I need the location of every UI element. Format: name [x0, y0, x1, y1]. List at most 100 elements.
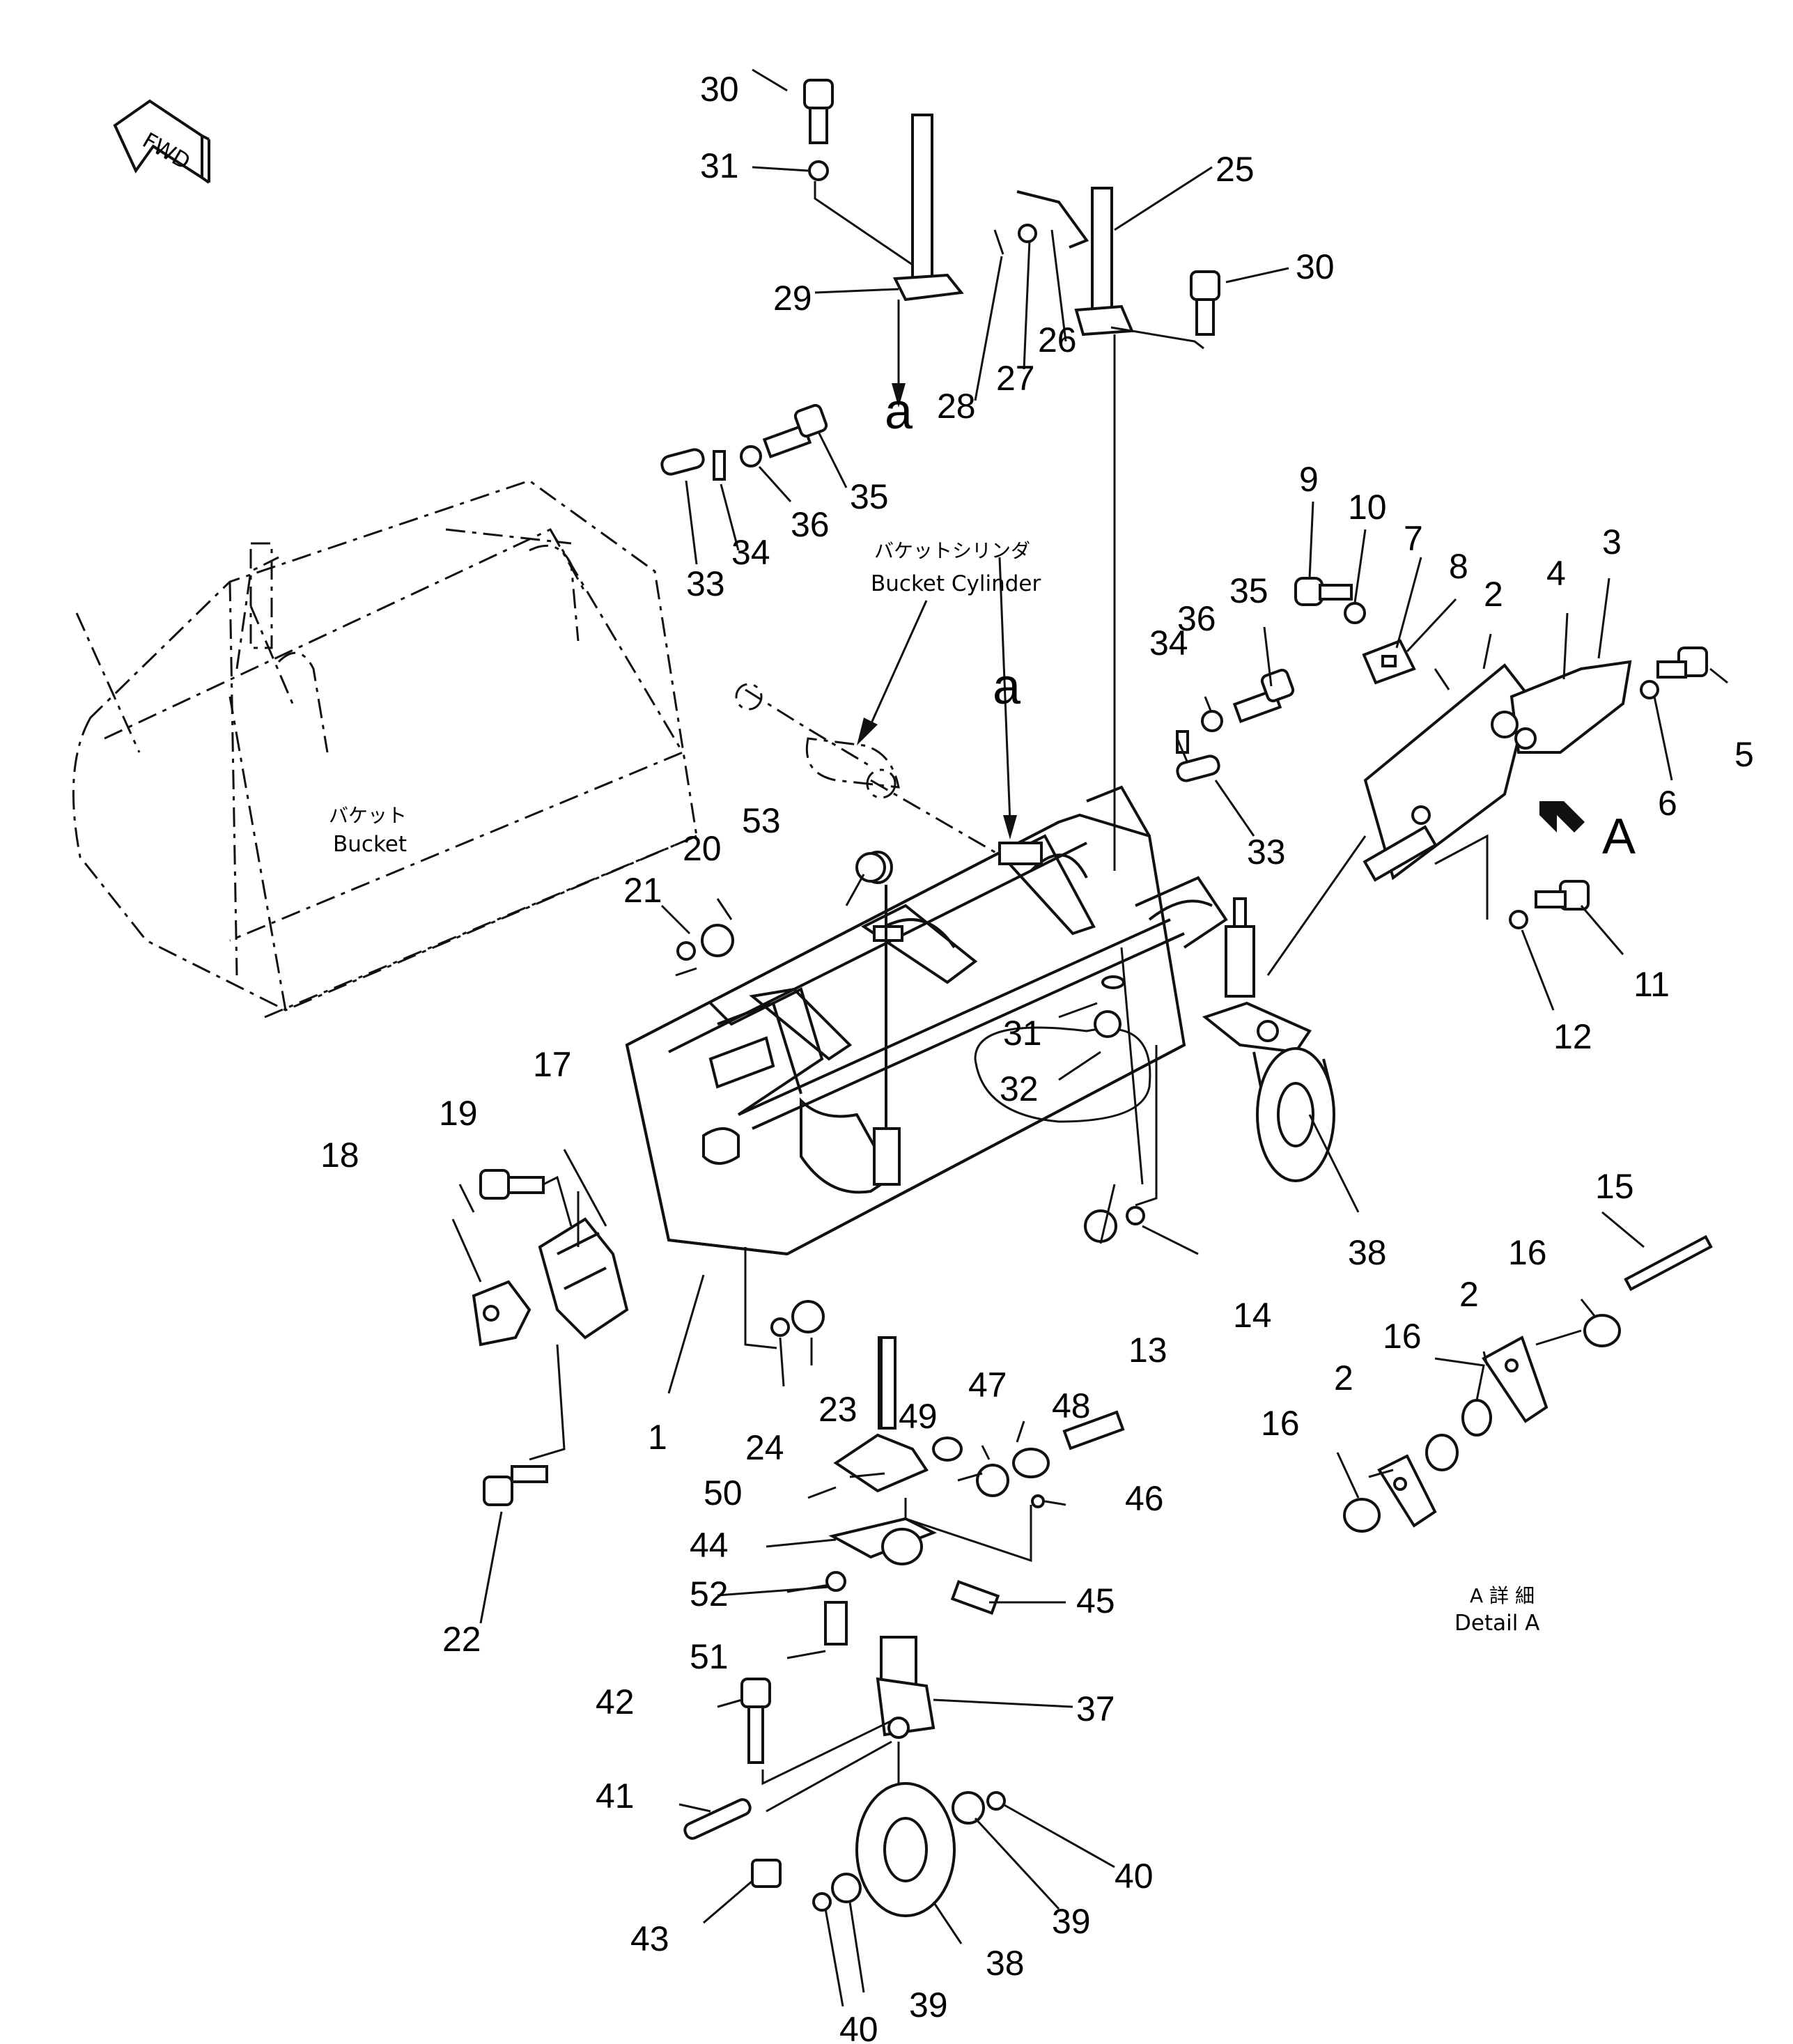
leader-lines	[451, 68, 1728, 2007]
callout-13: 13	[1128, 1331, 1167, 1370]
callout-41: 41	[596, 1776, 635, 1815]
callout-38: 38	[1348, 1233, 1387, 1272]
callout-42: 42	[596, 1682, 635, 1721]
detail-a-parts	[1343, 1234, 1713, 1533]
bucket-cylinder-label-en: Bucket Cylinder	[871, 571, 1041, 596]
callout-45: 45	[1076, 1581, 1115, 1620]
callout-25: 25	[1216, 150, 1255, 189]
callout-40: 40	[1115, 1857, 1154, 1896]
callout-49: 49	[899, 1397, 938, 1436]
callout-48: 48	[1052, 1386, 1091, 1425]
callout-11: 11	[1633, 965, 1670, 1004]
callout-53: 53	[742, 801, 781, 840]
hinge-set-right	[1176, 668, 1295, 782]
callout-39: 39	[1052, 1902, 1091, 1941]
callout-33: 33	[1247, 833, 1286, 872]
callout-36: 36	[791, 505, 830, 544]
callout-35: 35	[1229, 571, 1268, 610]
callout-9: 9	[1299, 460, 1319, 499]
section-marker-top: a	[885, 384, 913, 440]
callout-12: 12	[1553, 1017, 1592, 1056]
washer-31-top	[808, 160, 829, 181]
callout-5: 5	[1734, 735, 1754, 774]
bucket-cylinder-label-jp: バケットシリンダ	[874, 539, 1030, 562]
callout-38: 38	[986, 1944, 1025, 1983]
callout-2: 2	[1484, 575, 1503, 614]
callout-3: 3	[1602, 522, 1622, 562]
callout-34: 34	[1149, 624, 1188, 663]
callout-14: 14	[1233, 1296, 1272, 1335]
callout-8: 8	[1449, 547, 1468, 586]
detail-a-label-jp: A 詳 細	[1470, 1584, 1535, 1607]
callout-29: 29	[773, 279, 812, 318]
bucket-outline	[72, 479, 698, 1019]
cutout-view	[974, 1026, 1151, 1123]
callout-40: 40	[839, 2010, 878, 2044]
washer-27	[1018, 224, 1037, 243]
callout-52: 52	[690, 1574, 729, 1613]
callout-36: 36	[1177, 599, 1216, 638]
callout-34: 34	[731, 533, 770, 572]
callout-26: 26	[1038, 320, 1077, 359]
callout-6: 6	[1658, 784, 1677, 823]
callout-1: 1	[648, 1418, 667, 1457]
callout-35: 35	[850, 477, 889, 516]
callout-47: 47	[968, 1365, 1007, 1404]
callout-10: 10	[1348, 488, 1387, 527]
pin-28	[993, 229, 1004, 255]
callout-16: 16	[1508, 1233, 1547, 1272]
callout-51: 51	[690, 1637, 729, 1676]
callout-28: 28	[937, 387, 976, 426]
callout-2: 2	[1459, 1275, 1479, 1314]
caster-assembly-bottom	[683, 851, 1125, 1917]
callout-31: 31	[700, 146, 739, 185]
view-a-arrow-icon	[1539, 801, 1585, 833]
bucket-cylinder-leader	[869, 600, 928, 725]
section-marker-frame: a	[993, 659, 1021, 715]
callout-32: 32	[1000, 1069, 1039, 1108]
callout-15: 15	[1595, 1167, 1634, 1206]
side-plate-assembly	[1294, 577, 1708, 929]
callout-2: 2	[1334, 1358, 1353, 1397]
callout-17: 17	[533, 1045, 572, 1084]
view-a-marker: A	[1602, 809, 1636, 865]
callout-50: 50	[704, 1473, 743, 1512]
hinge-set-left	[660, 403, 828, 481]
callout-30: 30	[1296, 247, 1335, 286]
callout-19: 19	[439, 1094, 478, 1133]
bracket-29	[892, 114, 964, 302]
callout-16: 16	[1261, 1404, 1300, 1443]
callout-22: 22	[442, 1620, 481, 1659]
bucket-cylinder-arrowhead	[857, 718, 878, 745]
fwd-arrow-icon: FWD	[113, 99, 210, 184]
callout-46: 46	[1125, 1479, 1164, 1518]
callout-16: 16	[1383, 1317, 1422, 1356]
callout-24: 24	[745, 1428, 784, 1467]
callout-43: 43	[630, 1919, 669, 1958]
callout-44: 44	[690, 1526, 729, 1565]
callout-33: 33	[686, 564, 725, 603]
bracket-25	[1074, 187, 1134, 336]
callout-27: 27	[996, 359, 1035, 398]
callout-39: 39	[909, 1985, 948, 2024]
bolt-30-top	[803, 79, 834, 144]
callout-7: 7	[1404, 519, 1423, 558]
callout-4: 4	[1546, 554, 1566, 593]
callout-21: 21	[623, 871, 662, 910]
bucket-label-jp: バケット	[329, 804, 407, 827]
callout-numbers: 30 31 29 25 30 26 27 28 35 36 34 33 34 3…	[320, 70, 1754, 2044]
fasteners-misc	[479, 924, 1145, 1506]
caster-assembly-right	[1202, 897, 1335, 1182]
bolt-30-right	[1190, 270, 1220, 336]
callout-18: 18	[320, 1136, 359, 1175]
callout-30: 30	[700, 70, 739, 109]
callout-37: 37	[1076, 1689, 1115, 1728]
pin-26	[1016, 190, 1089, 249]
callout-31: 31	[1003, 1014, 1042, 1053]
side-bracket	[472, 1217, 629, 1347]
bucket-label-en: Bucket	[333, 832, 407, 857]
callout-23: 23	[818, 1390, 857, 1429]
bucket-cylinder-outline	[735, 683, 1004, 858]
detail-a-label-en: Detail A	[1454, 1611, 1539, 1636]
